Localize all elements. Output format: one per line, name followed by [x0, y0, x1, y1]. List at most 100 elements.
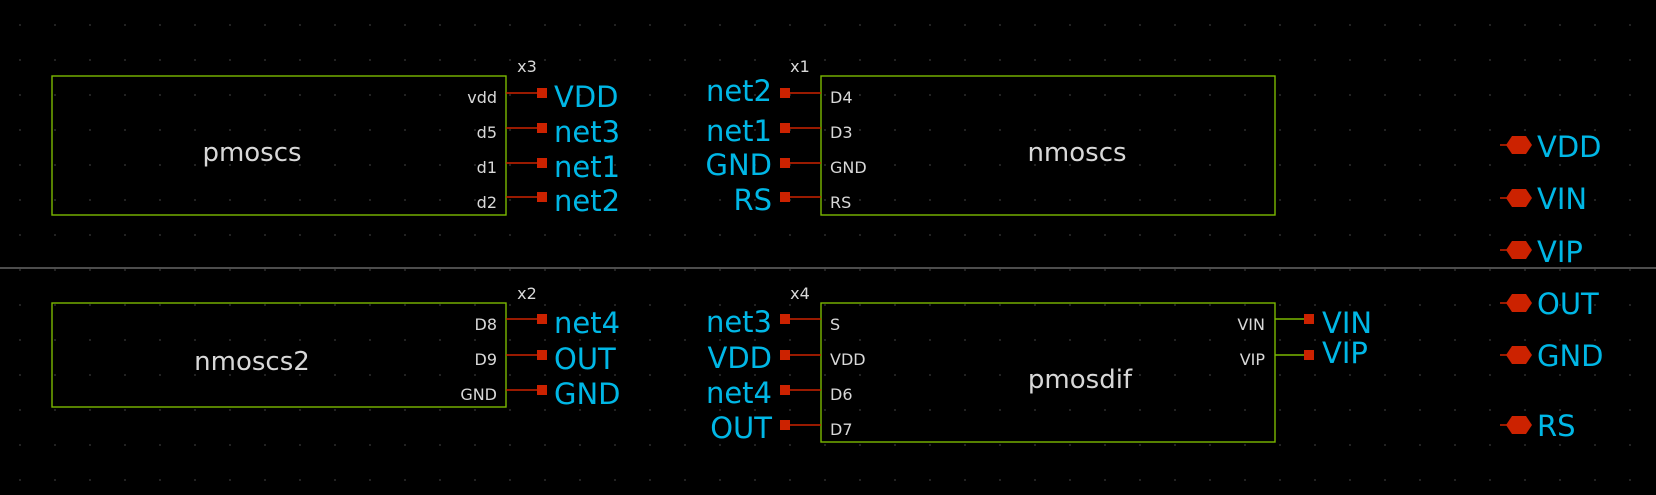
net-label: net4: [554, 306, 620, 340]
symbol-x2[interactable]: x2 nmoscs2 D8 net4 D9 OUT GND GND: [51, 284, 621, 411]
symbol-x1[interactable]: x1 nmoscs D4 net2 D3 net1 GND GND RS RS: [706, 57, 1276, 217]
grid-dot: [1594, 304, 1596, 306]
grid-dot: [1419, 129, 1421, 131]
pin-terminal[interactable]: [537, 88, 547, 98]
pin-terminal[interactable]: [780, 88, 790, 98]
grid-dot: [1244, 234, 1246, 236]
pin-terminal[interactable]: [1304, 314, 1314, 324]
grid-dot: [369, 24, 371, 26]
pin-terminal[interactable]: [780, 123, 790, 133]
grid-dot: [1419, 479, 1421, 481]
grid-dot: [229, 24, 231, 26]
grid-dot: [1104, 269, 1106, 271]
port-label: GND: [1537, 339, 1604, 373]
grid-dot: [89, 444, 91, 446]
grid-dot: [474, 24, 476, 26]
grid-dot: [684, 199, 686, 201]
grid-dot: [1209, 129, 1211, 131]
pin-terminal[interactable]: [537, 385, 547, 395]
grid-dot: [1629, 444, 1631, 446]
grid-dot: [1139, 374, 1141, 376]
pin-terminal[interactable]: [537, 314, 547, 324]
grid-dot: [89, 269, 91, 271]
grid-dot: [999, 24, 1001, 26]
grid-dot: [194, 304, 196, 306]
grid-dot: [859, 479, 861, 481]
pin-terminal[interactable]: [537, 192, 547, 202]
grid-dot: [999, 94, 1001, 96]
grid-dot: [124, 59, 126, 61]
grid-dot: [19, 304, 21, 306]
pin-terminal[interactable]: [537, 123, 547, 133]
grid-dot: [1279, 409, 1281, 411]
pin-terminal[interactable]: [780, 192, 790, 202]
grid-dot: [824, 374, 826, 376]
grid-dot: [1559, 479, 1561, 481]
grid-dot: [334, 479, 336, 481]
grid-dot: [754, 444, 756, 446]
grid-dot: [719, 304, 721, 306]
port-out[interactable]: OUT: [1500, 287, 1599, 321]
pin-terminal[interactable]: [780, 314, 790, 324]
grid-dot: [369, 94, 371, 96]
grid-dot: [1034, 304, 1036, 306]
symbol-x3[interactable]: x3 pmoscs vdd VDD d5 net3 d1 net1 d2 net…: [51, 57, 620, 218]
grid-dot: [1489, 59, 1491, 61]
symbol-x4[interactable]: x4 pmosdif S net3 VDD VDD D6 net4 D7 OUT…: [706, 284, 1372, 445]
grid-dot: [1139, 199, 1141, 201]
grid-dot: [614, 129, 616, 131]
port-vip[interactable]: VIP: [1500, 235, 1583, 269]
grid-dot: [54, 479, 56, 481]
pin-terminal[interactable]: [780, 385, 790, 395]
grid-dot: [439, 374, 441, 376]
grid-dot: [1489, 129, 1491, 131]
pin-terminal[interactable]: [780, 350, 790, 360]
grid-dot: [1139, 479, 1141, 481]
grid-dot: [754, 304, 756, 306]
grid-dot: [1559, 24, 1561, 26]
grid-dot: [1594, 94, 1596, 96]
net-label: net4: [706, 376, 772, 410]
pin-terminal[interactable]: [780, 158, 790, 168]
pin-terminal[interactable]: [1304, 350, 1314, 360]
grid-dot: [754, 374, 756, 376]
grid-dot: [824, 479, 826, 481]
grid-dot: [439, 129, 441, 131]
pin-terminal[interactable]: [537, 350, 547, 360]
grid-dot: [1594, 374, 1596, 376]
port-vdd[interactable]: VDD: [1500, 130, 1602, 164]
grid-dot: [1314, 479, 1316, 481]
grid-dot: [1524, 479, 1526, 481]
grid-dot: [1349, 129, 1351, 131]
pin-terminal[interactable]: [537, 158, 547, 168]
grid-dot: [264, 269, 266, 271]
grid-dot: [1384, 409, 1386, 411]
grid-dot: [894, 199, 896, 201]
port-gnd[interactable]: GND: [1500, 339, 1604, 373]
grid-dot: [159, 374, 161, 376]
port-rs[interactable]: RS: [1500, 409, 1576, 443]
grid-dot: [1454, 269, 1456, 271]
grid-dot: [124, 479, 126, 481]
grid-dot: [509, 129, 511, 131]
port-label: VIN: [1537, 182, 1587, 216]
grid-dot: [54, 339, 56, 341]
grid-dot: [89, 199, 91, 201]
grid-dot: [719, 199, 721, 201]
pin-terminal[interactable]: [780, 420, 790, 430]
grid-dot: [299, 94, 301, 96]
grid-dot: [1629, 129, 1631, 131]
grid-dot: [719, 374, 721, 376]
grid-dot: [859, 164, 861, 166]
grid-dot: [1419, 304, 1421, 306]
cell-name: nmoscs: [1027, 138, 1126, 168]
port-vin[interactable]: VIN: [1500, 182, 1587, 216]
grid-dot: [474, 199, 476, 201]
grid-dot: [1594, 269, 1596, 271]
grid-dot: [824, 129, 826, 131]
net-label: net1: [554, 150, 620, 184]
grid-dot: [999, 304, 1001, 306]
grid-dot: [1209, 479, 1211, 481]
grid-dot: [1594, 59, 1596, 61]
